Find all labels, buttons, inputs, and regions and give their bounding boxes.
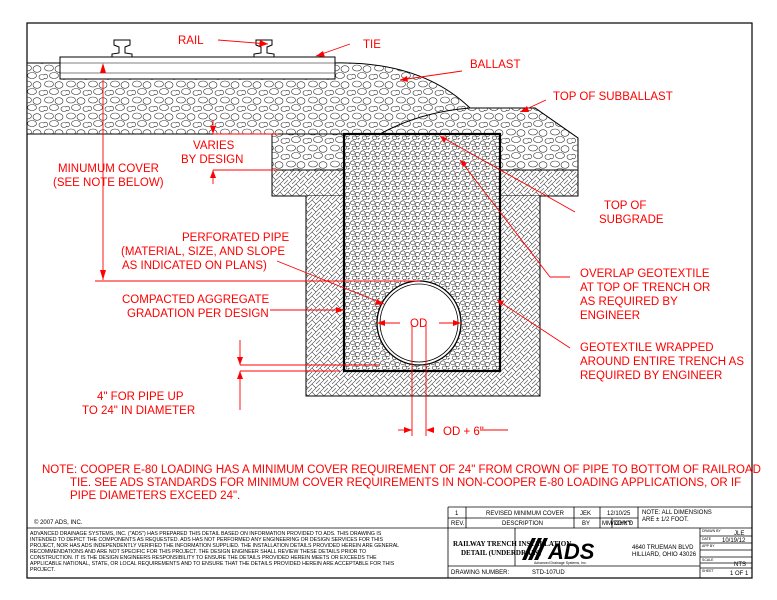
note-line-3: PIPE DIAMETERS EXCEED 24". xyxy=(70,490,240,502)
overlap-label-1: OVERLAP GEOTEXTILE xyxy=(580,268,710,280)
svg-text:ADS: ADS xyxy=(547,539,595,564)
sheet-label: SHEET xyxy=(702,569,715,573)
dimensions-note-1: NOTE: ALL DIMENSIONS xyxy=(642,510,712,516)
drawing-title-1: RAILWAY TRENCH INSTALLATION xyxy=(453,540,571,548)
min-cover-label-2: (SEE NOTE BELOW) xyxy=(53,177,164,189)
disclaimer-line-2: INTENDED TO DEPICT THE COMPONENTS AS REQ… xyxy=(30,537,383,543)
header-rev: REV. xyxy=(451,521,465,527)
dimension-lines xyxy=(95,39,576,436)
overlap-label-3: AS REQUIRED BY xyxy=(580,296,678,308)
aggregate-label-2: GRADATION PER DESIGN xyxy=(127,308,269,320)
top-subgrade-label-2: SUBGRADE xyxy=(599,214,664,226)
sheet-value: 1 OF 1 xyxy=(730,571,749,577)
disclaimer-line-5: CONSTRUCTION. IT IS THE DESIGN ENGINEERS… xyxy=(30,555,377,561)
title-block xyxy=(27,506,752,578)
rev-number: 1 xyxy=(455,511,459,517)
min-cover-label-1: MINUMUM COVER xyxy=(58,163,159,175)
geotextile-label-3: REQUIRED BY ENGINEER xyxy=(580,370,722,382)
svg-text:Advanced Drainage Systems, Inc: Advanced Drainage Systems, Inc. xyxy=(534,561,587,565)
header-chkd: CHK'D xyxy=(615,521,634,527)
rail-label: RAIL xyxy=(178,35,204,47)
rev-by: JEK xyxy=(580,511,591,517)
perforated-pipe-label-2: (MATERIAL, SIZE, AND SLOPE xyxy=(121,246,285,258)
railroad-tie xyxy=(59,56,336,80)
disclaimer-line-4: RECOMMENDATIONS AND ARE NOT SPECIFIC FOR… xyxy=(30,549,366,555)
rail-icon xyxy=(111,39,275,58)
drawn-by-label: DRAWN BY xyxy=(702,529,721,533)
tie-label: TIE xyxy=(363,39,381,51)
note-line-2: TIE. SEE ADS STANDARDS FOR MINIMUM COVER… xyxy=(70,477,741,489)
header-by: BY xyxy=(582,521,590,527)
four-inch-label-2: TO 24" IN DIAMETER xyxy=(82,405,195,417)
disclaimer-line-6: APPLICABLE NATIONAL, STATE, OR LOCAL REQ… xyxy=(30,561,395,567)
rev-date: 12/10/25 xyxy=(607,511,631,517)
ballast-label: BALLAST xyxy=(470,59,521,71)
disclaimer-line-1: ADVANCED DRAINAGE SYSTEMS, INC. ("ADS") … xyxy=(30,531,382,537)
scale-label: SCALE xyxy=(702,558,714,562)
varies-label-1: VARIES xyxy=(193,140,235,152)
perforated-pipe-label-3: AS INDICATED ON PLANS) xyxy=(122,260,267,272)
header-date: MM/DD/YY xyxy=(602,521,632,527)
od-plus-6-label: OD + 6" xyxy=(443,426,484,438)
varies-label-2: BY DESIGN xyxy=(181,154,243,166)
address-line-1: 4640 TRUEMAN BLVD xyxy=(632,545,694,551)
drawing-title-2: DETAIL (UNDERDRAIN) xyxy=(461,549,542,557)
app-by-label: APP BY xyxy=(702,544,715,548)
drawing-number-label: DRAWING NUMBER: xyxy=(451,570,509,576)
copyright-text: © 2007 ADS, INC. xyxy=(34,519,83,526)
date-label: DATE xyxy=(702,537,712,541)
rev-description: REVISED MINIMUM COVER xyxy=(486,511,565,517)
geotextile-label-2: AROUND ENTIRE TRENCH AS xyxy=(580,356,744,368)
note-line-1: NOTE: COOPER E-80 LOADING HAS A MINIMUM … xyxy=(42,464,761,476)
drawing-number: STD-107UD xyxy=(532,570,565,576)
date-value: 10/19/12 xyxy=(722,538,746,544)
od-label: OD xyxy=(410,318,427,330)
header-description: DESCRIPTION xyxy=(502,521,543,527)
overlap-label-4: ENGINEER xyxy=(580,310,640,322)
address-line-2: HILLIARD, OHIO 43026 xyxy=(632,552,697,558)
perforated-pipe-label-1: PERFORATED PIPE xyxy=(182,232,289,244)
top-subballast-label: TOP OF SUBBALLAST xyxy=(553,91,673,103)
disclaimer-line-7: PROJECT. xyxy=(30,567,55,573)
ads-logo: ADS Advanced Drainage Systems, Inc. xyxy=(522,538,595,565)
four-inch-label-1: 4" FOR PIPE UP xyxy=(97,391,184,403)
disclaimer-line-3: PROJECT, NOR HAS ADS INDEPENDENTLY VERIF… xyxy=(30,543,399,549)
aggregate-label-1: COMPACTED AGGREGATE xyxy=(122,294,270,306)
drawn-by: JLE xyxy=(734,531,744,537)
overlap-label-2: AT TOP OF TRENCH OR xyxy=(580,282,710,294)
top-subgrade-label-1: TOP OF xyxy=(604,200,646,212)
scale-value: NTS xyxy=(734,562,746,568)
geotextile-label-1: GEOTEXTILE WRAPPED xyxy=(580,342,714,354)
dimensions-note-2: ARE ± 1/2 FOOT. xyxy=(642,517,689,523)
